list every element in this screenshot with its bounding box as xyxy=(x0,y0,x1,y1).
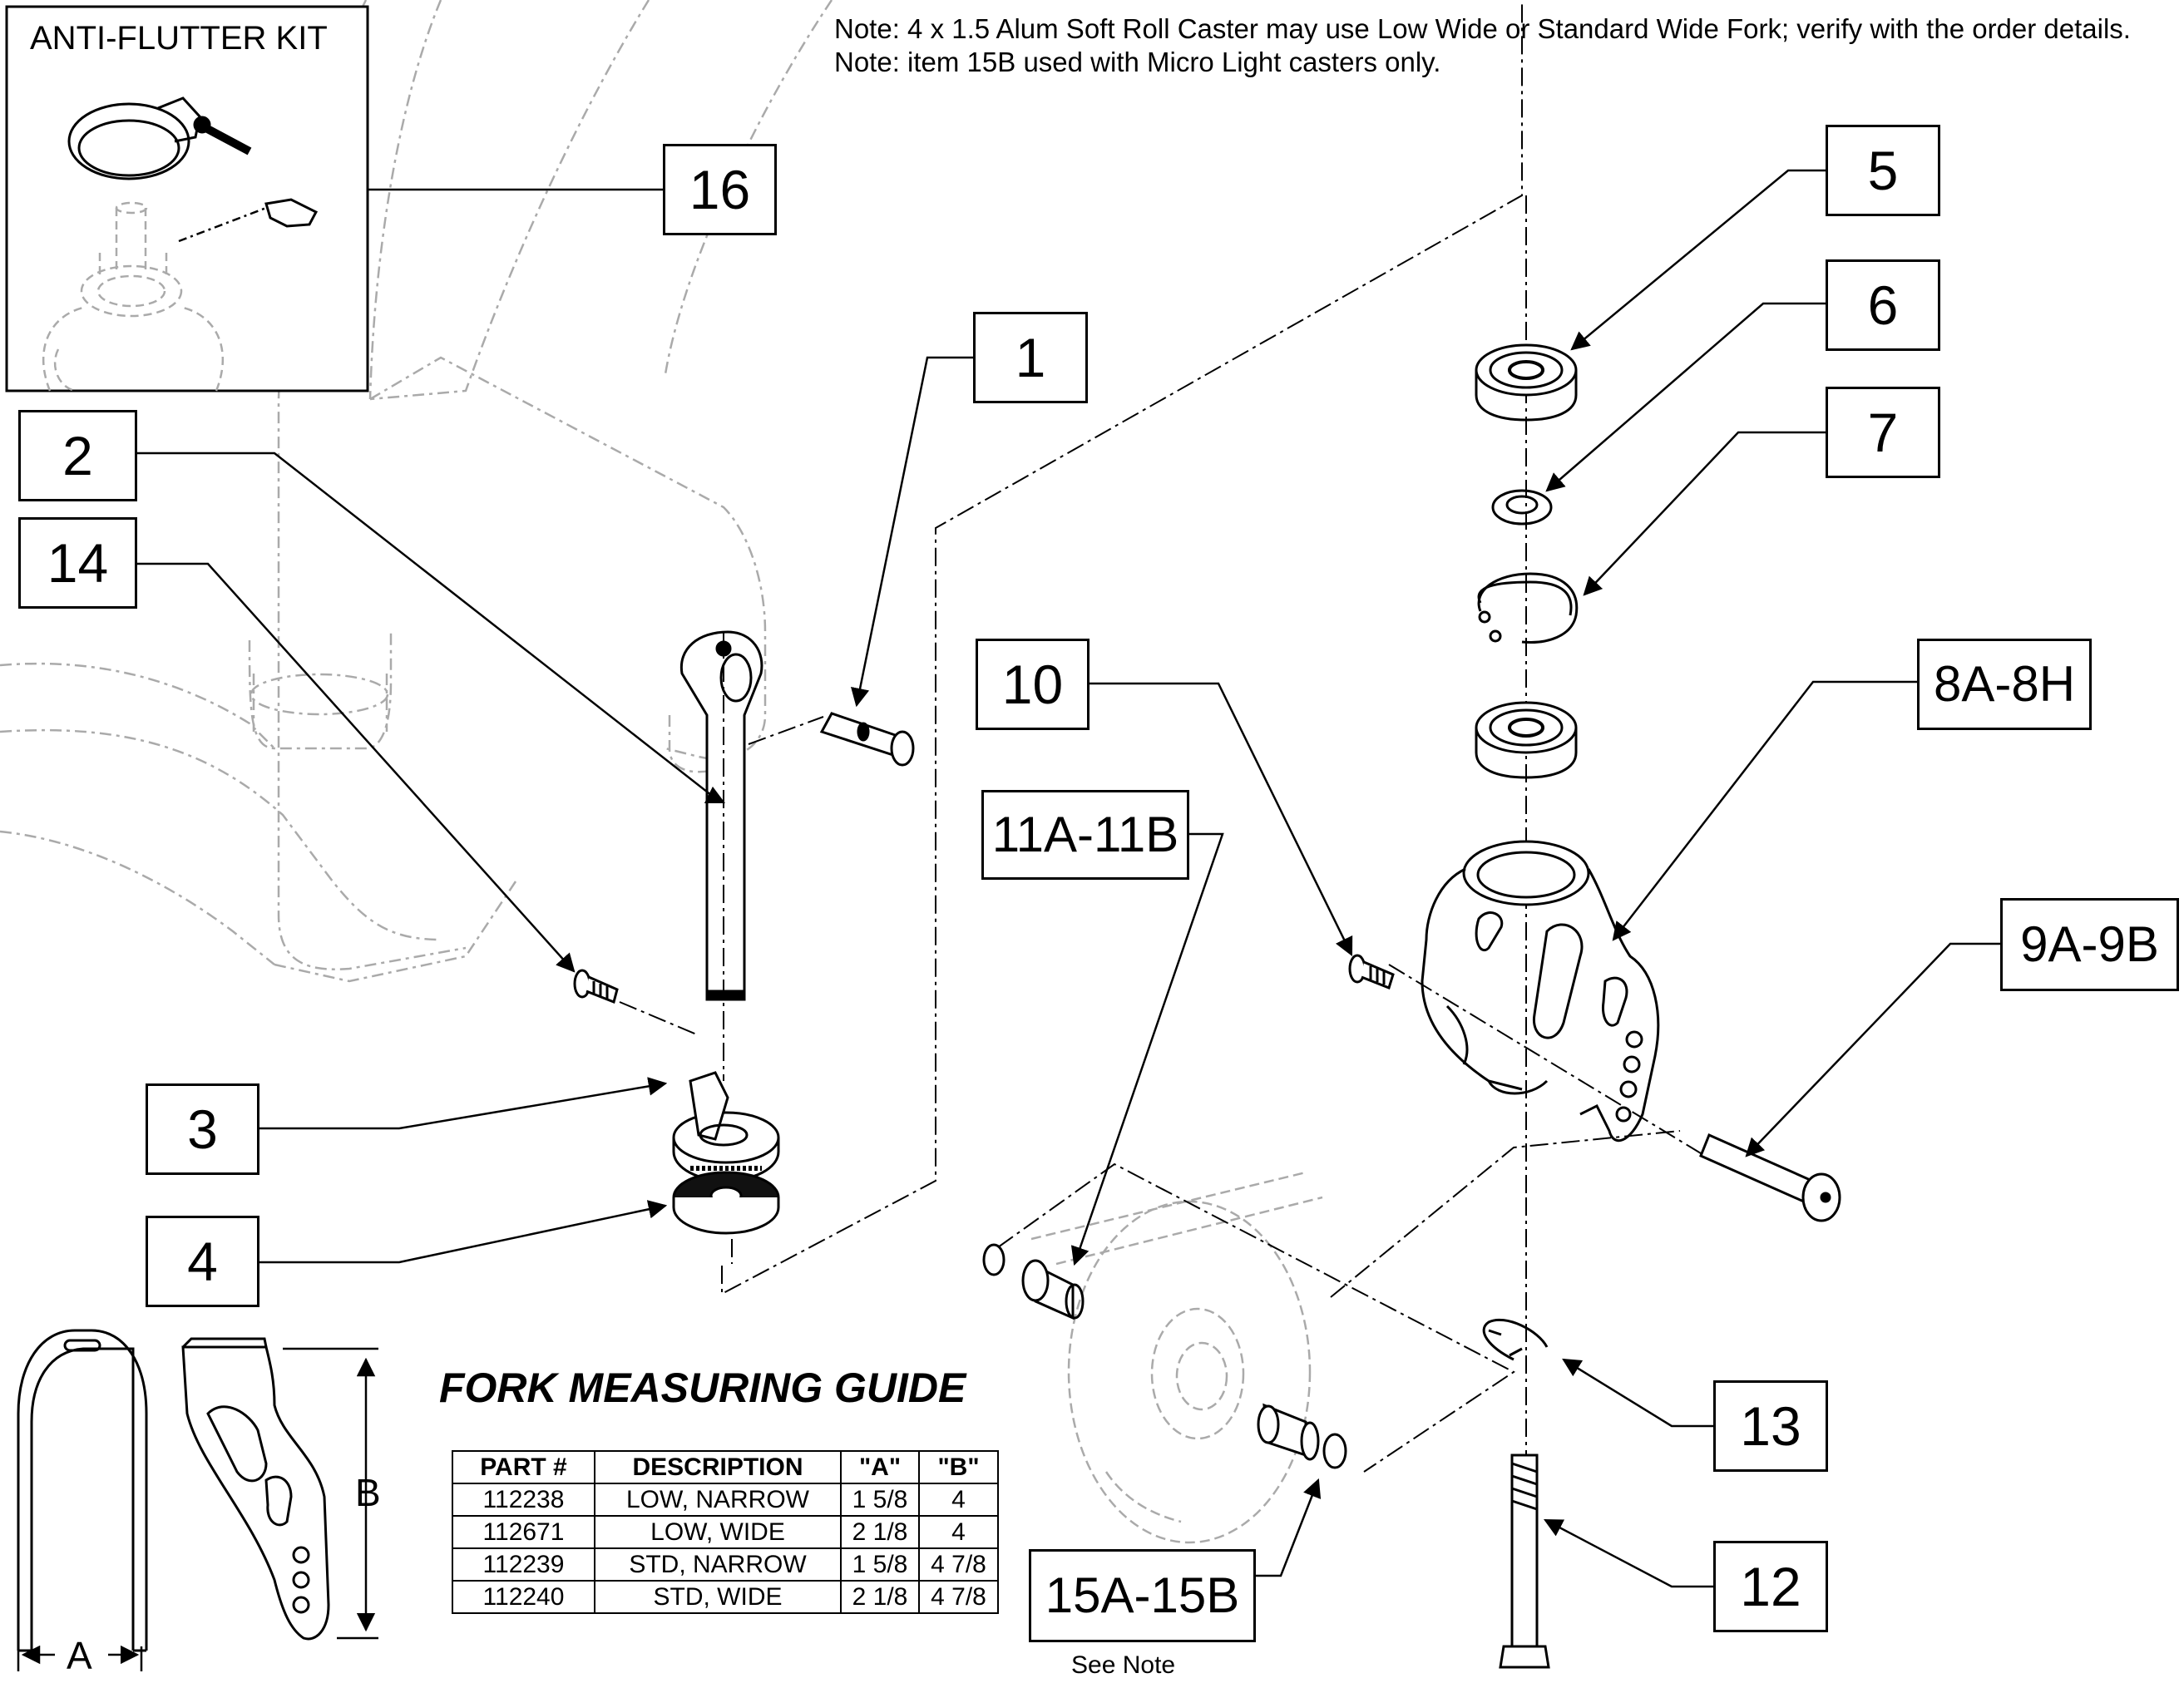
callout-16: 16 xyxy=(663,144,777,235)
table-cell: STD, NARROW xyxy=(594,1547,842,1582)
table-cell: STD, WIDE xyxy=(594,1580,842,1614)
callout-15a-15b: 15A-15B xyxy=(1029,1549,1256,1642)
table-cell: 1 5/8 xyxy=(840,1483,920,1517)
column-header: PART # xyxy=(452,1450,595,1484)
table-cell: 112239 xyxy=(452,1547,595,1582)
table-cell: 1 5/8 xyxy=(840,1547,920,1582)
callout-6: 6 xyxy=(1826,259,1940,351)
callout-11a-11b: 11A-11B xyxy=(981,790,1189,880)
bolt-part-12 xyxy=(1499,1454,1550,1669)
anti-flutter-kit-box xyxy=(5,5,369,392)
callout-13: 13 xyxy=(1713,1380,1828,1472)
callout-9a-9b: 9A-9B xyxy=(2000,898,2179,991)
callout-3: 3 xyxy=(146,1083,259,1175)
callout-1: 1 xyxy=(973,312,1088,403)
ghost-wheel-outline xyxy=(997,1162,1515,1473)
table-cell: 2 1/8 xyxy=(840,1580,920,1614)
axle-pin-part xyxy=(819,712,915,767)
ratchet-cap-part xyxy=(672,1071,780,1182)
bushing-part-11 xyxy=(982,1243,1085,1320)
column-header: "B" xyxy=(918,1450,999,1484)
guide-title: FORK MEASURING GUIDE xyxy=(439,1365,966,1411)
screw-part-10 xyxy=(1348,954,1395,990)
callout-7: 7 xyxy=(1826,387,1940,478)
table-cell: 2 1/8 xyxy=(840,1515,920,1549)
table-header-row: PART # DESCRIPTION "A" "B" xyxy=(452,1450,999,1484)
fork-front-view xyxy=(17,1329,148,1652)
kit-clamp-collar xyxy=(67,96,252,180)
table-row: 112671 LOW, WIDE 2 1/8 4 xyxy=(452,1515,999,1549)
callout-leaders xyxy=(137,169,2000,1588)
axle-bolt-part-9 xyxy=(1699,1133,1841,1222)
table-cell: 4 7/8 xyxy=(918,1580,999,1614)
table-cell: 4 7/8 xyxy=(918,1547,999,1582)
table-cell: 112238 xyxy=(452,1483,595,1517)
kit-title: ANTI-FLUTTER KIT xyxy=(30,20,328,57)
callout-10: 10 xyxy=(976,639,1090,730)
dimension-b xyxy=(283,1347,378,1640)
dimension-a-label: A xyxy=(67,1634,92,1677)
table-cell: 112671 xyxy=(452,1515,595,1549)
screw-part-14 xyxy=(573,969,619,1004)
note-caster: Note: 4 x 1.5 Alum Soft Roll Caster may … xyxy=(834,13,2131,44)
table-row: 112238 LOW, NARROW 1 5/8 4 xyxy=(452,1483,999,1517)
washer-part-6 xyxy=(1491,489,1553,526)
table-cell: LOW, WIDE xyxy=(594,1515,842,1549)
callout-12: 12 xyxy=(1713,1541,1828,1632)
column-header: "A" xyxy=(840,1450,920,1484)
fork-measuring-table: PART # DESCRIPTION "A" "B" 112238 LOW, N… xyxy=(452,1450,999,1614)
table-row: 112240 STD, WIDE 2 1/8 4 7/8 xyxy=(452,1580,999,1614)
e-clip-part-13 xyxy=(1482,1318,1549,1361)
table-row: 112239 STD, NARROW 1 5/8 4 7/8 xyxy=(452,1547,999,1582)
dimension-b-label: B xyxy=(355,1471,381,1514)
table-cell: 4 xyxy=(918,1515,999,1549)
ghost-wheel xyxy=(1030,1171,1323,1544)
callout-8a-8h: 8A-8H xyxy=(1917,639,2092,730)
table-cell: LOW, NARROW xyxy=(594,1483,842,1517)
callout-14: 14 xyxy=(18,517,137,609)
column-header: DESCRIPTION xyxy=(594,1450,842,1484)
ratchet-washer-part xyxy=(672,1171,780,1235)
callout-2: 2 xyxy=(18,410,137,501)
bearing-lower xyxy=(1475,701,1578,779)
table-cell: 112240 xyxy=(452,1580,595,1614)
see-note-label: See Note xyxy=(1071,1651,1176,1679)
kit-ghost-stem xyxy=(42,201,267,392)
snap-ring-part-7 xyxy=(1477,572,1579,644)
note-item-15b: Note: item 15B used with Micro Light cas… xyxy=(834,47,1441,77)
kit-key-part xyxy=(264,198,319,228)
dimension-a xyxy=(17,1645,143,1671)
fork-part xyxy=(1421,840,1660,1142)
fork-side-view xyxy=(181,1337,330,1641)
bushing-part-15 xyxy=(1257,1403,1347,1469)
stem-bolt-part xyxy=(679,630,763,1001)
callout-5: 5 xyxy=(1826,125,1940,216)
bearing-part-5 xyxy=(1475,343,1578,422)
callout-4: 4 xyxy=(146,1216,259,1307)
table-cell: 4 xyxy=(918,1483,999,1517)
